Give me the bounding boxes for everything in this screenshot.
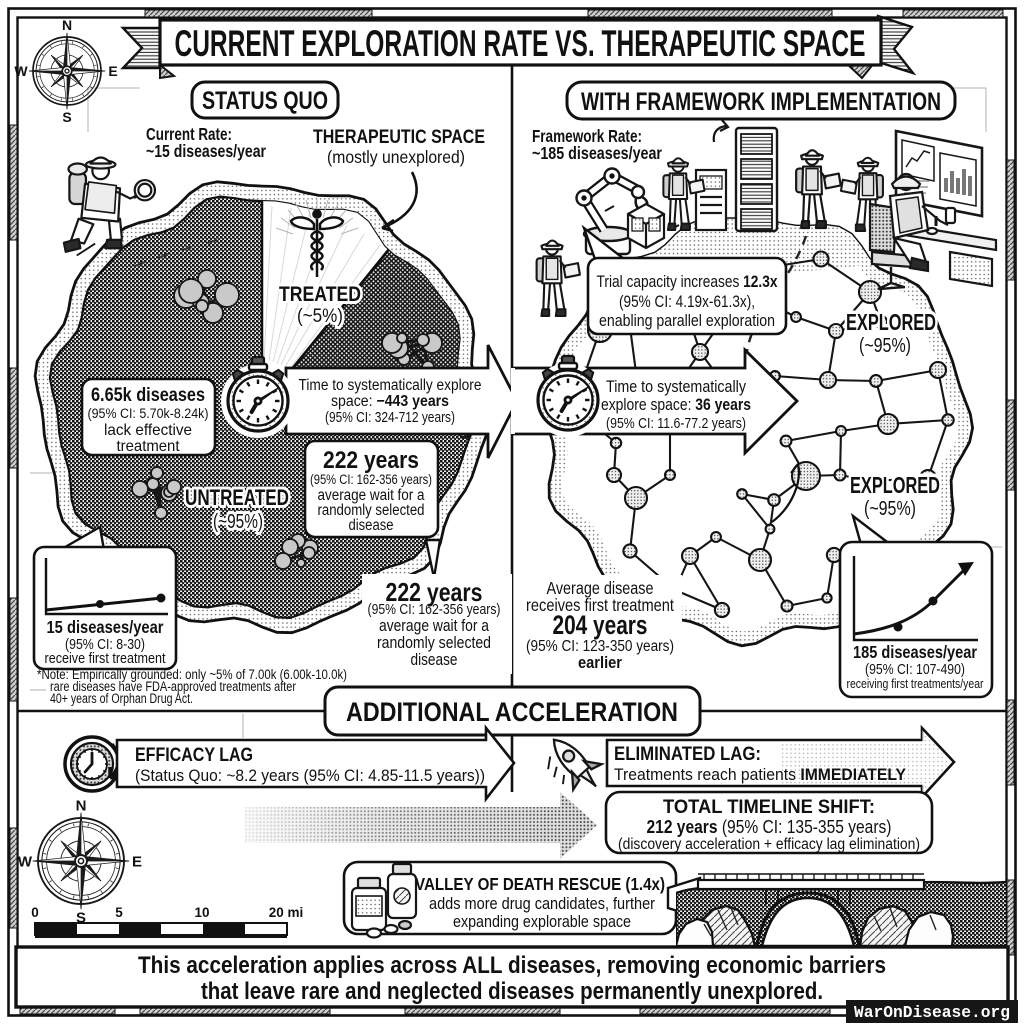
svg-text:20 mi: 20 mi bbox=[269, 905, 304, 920]
svg-text:(95% CI: 8-30): (95% CI: 8-30) bbox=[65, 637, 145, 653]
svg-text:enabling parallel exploration: enabling parallel exploration bbox=[599, 312, 775, 330]
svg-text:S: S bbox=[62, 109, 71, 125]
svg-text:explore space: 36 years: explore space: 36 years bbox=[601, 396, 751, 414]
svg-text:E: E bbox=[108, 63, 117, 79]
svg-text:TREATED: TREATED bbox=[279, 283, 361, 306]
svg-text:15 diseases/year: 15 diseases/year bbox=[47, 617, 164, 637]
svg-text:(95% CI: 107-490): (95% CI: 107-490) bbox=[865, 662, 965, 678]
svg-text:40+ years of Orphan Drug Act.: 40+ years of Orphan Drug Act. bbox=[50, 691, 193, 706]
svg-text:disease: disease bbox=[411, 651, 458, 669]
svg-text:10: 10 bbox=[194, 905, 209, 920]
svg-text:VALLEY OF DEATH RESCUE (1.4x): VALLEY OF DEATH RESCUE (1.4x) bbox=[415, 874, 665, 894]
svg-text:ELIMINATED LAG:: ELIMINATED LAG: bbox=[614, 744, 761, 765]
svg-text:(discovery acceleration + effi: (discovery acceleration + efficacy lag e… bbox=[618, 836, 920, 853]
svg-text:WITH FRAMEWORK IMPLEMENTATION: WITH FRAMEWORK IMPLEMENTATION bbox=[581, 88, 941, 116]
svg-text:Treatments reach patients IMME: Treatments reach patients IMMEDIATELY bbox=[614, 765, 907, 784]
svg-text:space: −443 years: space: −443 years bbox=[331, 393, 449, 410]
svg-text:UNTREATED: UNTREATED bbox=[185, 485, 289, 510]
svg-text:(95% CI: 5.70k-8.24k): (95% CI: 5.70k-8.24k) bbox=[88, 406, 209, 421]
svg-text:5: 5 bbox=[115, 905, 123, 920]
svg-text:receiving first treatments/yea: receiving first treatments/year bbox=[847, 676, 985, 691]
svg-text:Trial capacity increases 12.3x: Trial capacity increases 12.3x bbox=[597, 273, 779, 291]
svg-text:rare diseases have FDA-approve: rare diseases have FDA-approved treatmen… bbox=[50, 679, 296, 694]
svg-text:~15 diseases/year: ~15 diseases/year bbox=[146, 141, 266, 161]
svg-text:(95% CI: 162-356 years): (95% CI: 162-356 years) bbox=[310, 472, 432, 487]
svg-text:(~95%): (~95%) bbox=[864, 498, 916, 520]
svg-text:*Note: Empirically grounded: o: *Note: Empirically grounded: only ~5% of… bbox=[37, 667, 347, 682]
svg-text:(~95%): (~95%) bbox=[859, 335, 911, 357]
svg-text:W: W bbox=[14, 63, 28, 79]
svg-text:Time to systematically explore: Time to systematically explore bbox=[299, 377, 482, 394]
svg-text:212 years (95% CI: 135-355 yea: 212 years (95% CI: 135-355 years) bbox=[647, 817, 892, 837]
svg-text:222 years: 222 years bbox=[386, 577, 483, 607]
svg-text:204 years: 204 years bbox=[553, 610, 648, 640]
svg-text:Time to systematically: Time to systematically bbox=[606, 378, 747, 396]
svg-text:N: N bbox=[76, 797, 87, 814]
svg-text:randomly selected: randomly selected bbox=[318, 502, 425, 519]
svg-text:STATUS QUO: STATUS QUO bbox=[202, 87, 328, 115]
svg-text:0: 0 bbox=[31, 905, 39, 920]
svg-text:receive first treatment: receive first treatment bbox=[45, 650, 167, 667]
svg-text:E: E bbox=[132, 853, 142, 870]
svg-text:~185 diseases/year: ~185 diseases/year bbox=[532, 143, 662, 163]
svg-text:This acceleration applies acro: This acceleration applies across ALL dis… bbox=[138, 952, 886, 979]
svg-text:receives first treatment: receives first treatment bbox=[526, 595, 674, 615]
svg-text:expanding explorable space: expanding explorable space bbox=[453, 913, 631, 931]
svg-text:(95% CI: 123-350 years): (95% CI: 123-350 years) bbox=[526, 638, 674, 655]
svg-text:EFFICACY LAG: EFFICACY LAG bbox=[135, 745, 253, 766]
svg-text:Framework Rate:: Framework Rate: bbox=[532, 126, 642, 146]
svg-text:average wait for a: average wait for a bbox=[318, 487, 425, 504]
svg-text:(95% CI: 4.19x-61.3x),: (95% CI: 4.19x-61.3x), bbox=[619, 293, 755, 311]
svg-text:average wait for a: average wait for a bbox=[379, 617, 490, 635]
svg-text:185 diseases/year: 185 diseases/year bbox=[853, 642, 977, 662]
svg-text:randomly selected: randomly selected bbox=[377, 634, 491, 652]
svg-text:disease: disease bbox=[349, 517, 394, 534]
svg-text:lack effective: lack effective bbox=[104, 422, 192, 439]
svg-text:6.65k diseases: 6.65k diseases bbox=[91, 385, 205, 406]
svg-text:S: S bbox=[76, 909, 86, 926]
svg-text:(~95%): (~95%) bbox=[213, 511, 263, 533]
svg-text:(95% CI: 324-712 years): (95% CI: 324-712 years) bbox=[325, 410, 455, 426]
svg-text:N: N bbox=[62, 17, 72, 33]
svg-text:adds more drug candidates, fur: adds more drug candidates, further bbox=[429, 895, 655, 913]
svg-text:THERAPEUTIC SPACE: THERAPEUTIC SPACE bbox=[313, 126, 485, 148]
svg-text:earlier: earlier bbox=[578, 653, 622, 672]
svg-text:CURRENT EXPLORATION RATE VS. T: CURRENT EXPLORATION RATE VS. THERAPEUTIC… bbox=[175, 23, 866, 64]
svg-text:EXPLORED: EXPLORED bbox=[846, 309, 936, 335]
svg-text:Average disease: Average disease bbox=[547, 578, 654, 598]
svg-text:(~5%): (~5%) bbox=[297, 306, 343, 327]
svg-text:WarOnDisease.org: WarOnDisease.org bbox=[854, 1003, 1010, 1022]
svg-text:treatment: treatment bbox=[117, 438, 181, 455]
svg-text:(95% CI: 11.6-77.2 years): (95% CI: 11.6-77.2 years) bbox=[606, 416, 746, 432]
svg-text:(Status Quo: ~8.2 years (95% C: (Status Quo: ~8.2 years (95% CI: 4.85-11… bbox=[135, 766, 485, 785]
svg-text:(95% CI: 162-356 years): (95% CI: 162-356 years) bbox=[368, 602, 501, 618]
svg-text:TOTAL TIMELINE SHIFT:: TOTAL TIMELINE SHIFT: bbox=[663, 797, 875, 818]
svg-text:ADDITIONAL ACCELERATION: ADDITIONAL ACCELERATION bbox=[346, 697, 678, 727]
svg-text:Current Rate:: Current Rate: bbox=[146, 124, 232, 144]
svg-text:EXPLORED: EXPLORED bbox=[850, 472, 940, 498]
svg-text:(mostly unexplored): (mostly unexplored) bbox=[327, 147, 465, 167]
svg-text:W: W bbox=[18, 853, 33, 870]
svg-text:222 years: 222 years bbox=[323, 447, 419, 474]
svg-text:that leave rare and neglected: that leave rare and neglected diseases p… bbox=[201, 978, 823, 1005]
